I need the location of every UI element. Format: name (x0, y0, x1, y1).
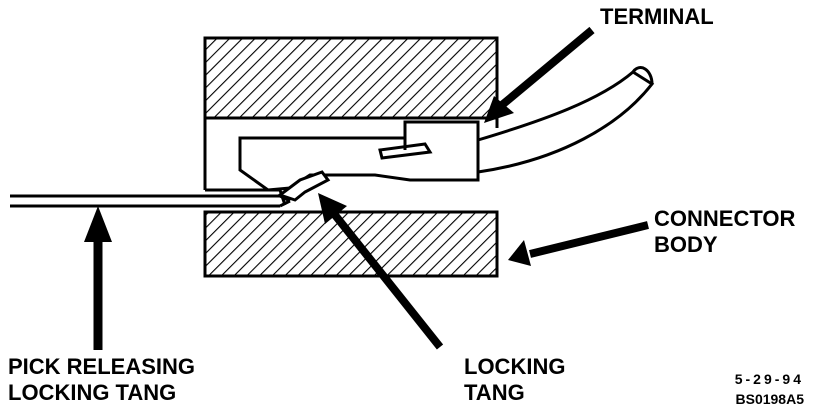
figure-date: 5-29-94 (734, 371, 804, 387)
terminal (238, 120, 480, 192)
label-terminal: TERMINAL (600, 4, 714, 29)
arrow-locking-tang (318, 193, 444, 350)
label-pick-1: PICK RELEASING (8, 354, 196, 379)
connector-body-lower (203, 210, 499, 278)
label-locking-1: LOCKING (464, 354, 566, 379)
label-locking-2: TANG (464, 380, 525, 405)
label-connector-body-1: CONNECTOR (654, 206, 796, 231)
figure-code: BS0198A5 (735, 391, 805, 407)
pick-tool (10, 194, 291, 208)
connector-body-upper (203, 36, 499, 120)
arrow-connector-body (508, 221, 649, 266)
arrow-pick (84, 206, 112, 350)
label-connector-body-2: BODY (654, 232, 718, 257)
label-pick-2: LOCKING TANG (8, 380, 177, 405)
wire (476, 66, 655, 174)
locking-tang (276, 170, 331, 202)
arrow-terminal (484, 26, 595, 123)
